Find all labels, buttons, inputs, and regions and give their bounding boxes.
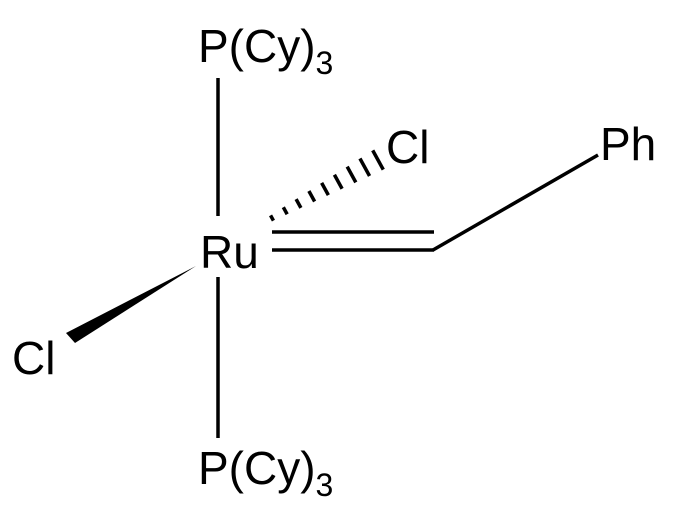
chloride-top-label: Cl	[386, 121, 429, 173]
phosphine-top-label: P(Cy)3	[198, 20, 333, 81]
bond-c-ph	[432, 153, 599, 252]
chloride-left-label: Cl	[12, 332, 55, 384]
hash-mark	[358, 157, 372, 177]
hash-mark	[294, 198, 303, 209]
hash-mark	[345, 165, 358, 184]
metal-label: Ru	[200, 226, 259, 278]
phenyl-label: Ph	[600, 118, 656, 170]
hash-mark	[281, 206, 289, 216]
hash-mark	[269, 214, 275, 222]
phosphine-bottom-label: P(Cy)3	[198, 442, 333, 503]
solid-wedge-bond	[66, 266, 196, 343]
hashed-wedge-bond	[269, 149, 385, 222]
hash-mark	[320, 182, 330, 196]
hash-mark	[371, 149, 385, 171]
hash-mark	[332, 173, 344, 190]
hash-mark	[307, 190, 317, 203]
